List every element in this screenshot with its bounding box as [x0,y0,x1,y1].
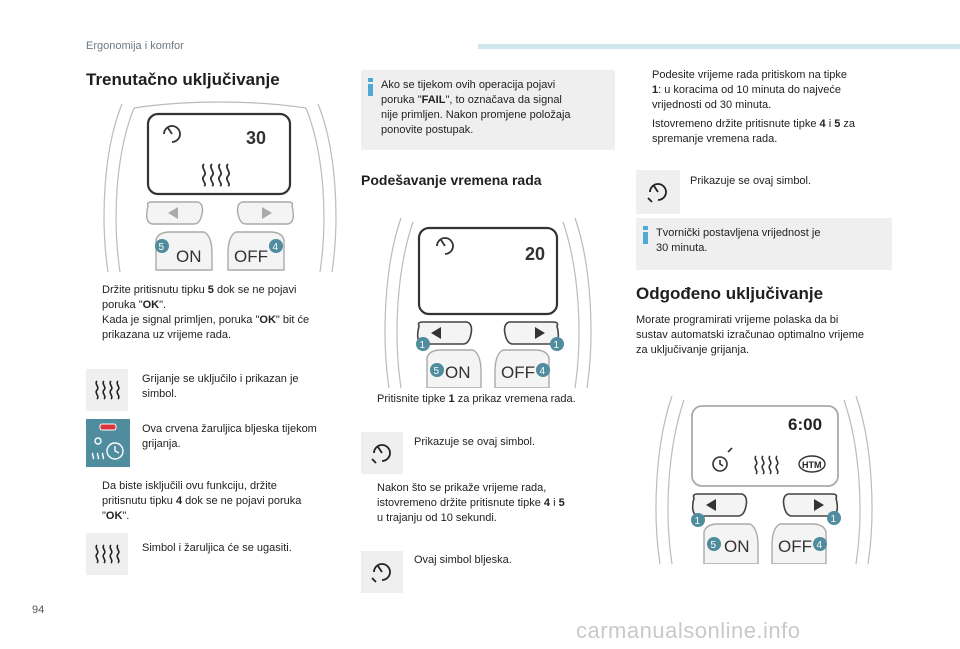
timer-symbol-text: Prikazuje se ovaj simbol. [414,436,536,448]
heating-icon [95,380,120,400]
section-title-delayed: Odgođeno uključivanje [636,284,824,303]
remote-illustration-runtime: 20 ON OFF 1 1 5 4 [384,217,592,388]
btn-on-label: ON [445,363,471,382]
timer-icon [436,237,454,255]
red-lamp-icon [91,423,124,460]
timer-icon [371,563,391,583]
heating-symbol-box [86,369,128,411]
display-value: 20 [525,244,545,264]
remote-illustration-instant: ON OFF 5 4 30 [103,101,337,272]
instruction-bullet: Držite pritisnutu tipku 5 dok se ne poja… [102,284,310,341]
svg-text:5: 5 [434,366,440,377]
section-title-instant: Trenutačno uključivanje [86,70,280,89]
header-bar [478,44,960,49]
timer-symbol-text: Prikazuje se ovaj simbol. [690,175,812,187]
watermark: carmanualsonline.info [576,618,801,643]
alarm-clock-icon [712,447,733,472]
svg-text:1: 1 [695,516,701,527]
symbol-off-text: Simbol i žaruljica će se ugasiti. [142,542,292,554]
btn-off-label: OFF [234,247,268,266]
svg-text:5: 5 [159,242,165,253]
svg-text:4: 4 [540,366,546,377]
svg-text:1: 1 [831,514,837,525]
timer-symbol-box [361,551,403,593]
timer-symbol-box [361,432,403,474]
instruction-bullet: Nakon što se prikaže vrijeme rada, istov… [377,482,565,524]
timer-icon [371,444,391,464]
section-title-runtime: Podešavanje vremena rada [361,172,542,188]
remote-illustration-delayed: 6:00 HTM ON OFF 1 1 5 4 [655,395,873,564]
page-number: 94 [32,604,45,616]
info-icon [368,78,373,96]
timer-icon [163,125,181,143]
heating-symbol-box [86,533,128,575]
instruction-bullet: Istovremeno držite pritisnute tipke 4 i … [652,118,856,145]
timer-flash-text: Ovaj simbol bljeska. [414,554,512,566]
timer-symbol-box [636,170,680,214]
svg-text:4: 4 [817,540,823,551]
display-value: 6:00 [788,415,822,434]
btn-on-label: ON [176,247,202,266]
delayed-description: Morate programirati vrijeme polaska da b… [636,314,865,356]
instruction-bullet: Da biste isključili ovu funkciju, držite… [102,480,302,522]
htm-label: HTM [802,460,822,470]
instruction-bullet: Podesite vrijeme rada pritiskom na tipke… [652,69,848,111]
display-value: 30 [246,128,266,148]
heating-icon [201,163,231,187]
instruction-bullet: Pritisnite tipke 1 za prikaz vremena rad… [377,393,576,405]
timer-icon [647,183,667,203]
info-icon [643,226,648,244]
heating-icon [754,455,779,475]
svg-text:5: 5 [711,540,717,551]
svg-text:1: 1 [420,340,426,351]
info-note-default: Tvornički postavljena vrijednost je 30 m… [636,218,892,270]
svg-text:1: 1 [554,340,560,351]
btn-off-label: OFF [778,537,812,556]
red-lamp-symbol-box [86,419,130,467]
section-header: Ergonomija i komfor [86,40,184,52]
info-note-fail: Ako se tijekom ovih operacija pojavi por… [361,70,615,150]
btn-on-label: ON [724,537,750,556]
btn-off-label: OFF [501,363,535,382]
heating-icon [95,544,120,564]
svg-text:4: 4 [273,242,279,253]
